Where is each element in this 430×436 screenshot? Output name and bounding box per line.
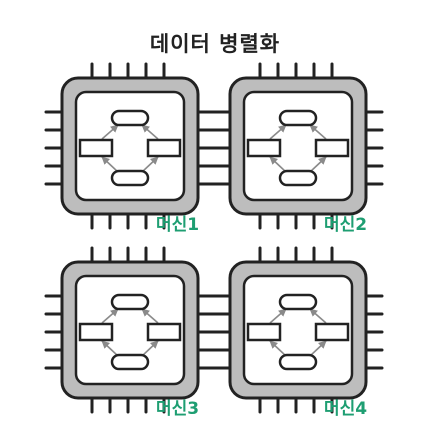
graph-node-right — [146, 322, 182, 342]
edge-arrow — [309, 156, 327, 173]
chip-pins — [44, 62, 216, 230]
chip-pins — [44, 246, 216, 414]
graph-node-bottom — [278, 169, 318, 187]
machine-4: 머신4 — [212, 246, 384, 419]
graph-node-right — [314, 138, 350, 158]
chip-inner-panel — [242, 274, 354, 386]
graph-edges — [269, 308, 327, 357]
edge-arrow — [269, 124, 287, 140]
graph-edges — [269, 124, 327, 173]
machine-2: 머신2 — [212, 62, 384, 235]
graph-nodes — [246, 109, 350, 187]
graph-node-top — [110, 109, 150, 127]
edge-arrow — [101, 156, 119, 173]
graph-node-top — [278, 293, 318, 311]
edge-arrow — [309, 340, 327, 357]
machine-label: 머신2 — [324, 215, 367, 235]
chip-inner-panel — [74, 274, 186, 386]
edge-arrow — [309, 308, 327, 324]
edge-arrow — [141, 156, 159, 173]
edge-arrow — [269, 308, 287, 324]
edge-arrow — [269, 340, 287, 357]
chip-pins — [212, 246, 384, 414]
machine-1: 머신1 — [44, 62, 216, 235]
edge-arrow — [141, 308, 159, 324]
edge-arrow — [101, 308, 119, 324]
graph-node-bottom — [110, 169, 150, 187]
graph-node-left — [246, 322, 282, 342]
graph-edges — [101, 124, 159, 173]
graph-edges — [101, 308, 159, 357]
chip-inner-panel — [74, 90, 186, 202]
machine-3: 머신3 — [44, 246, 216, 419]
edge-arrow — [141, 124, 159, 140]
graph-node-bottom — [110, 353, 150, 371]
graph-node-left — [246, 138, 282, 158]
graph-node-bottom — [278, 353, 318, 371]
chip-inner-panel — [242, 90, 354, 202]
graph-nodes — [78, 293, 182, 371]
edge-arrow — [101, 340, 119, 357]
edge-arrow — [309, 124, 327, 140]
graph-nodes — [78, 109, 182, 187]
graph-node-left — [78, 138, 114, 158]
graph-node-top — [110, 293, 150, 311]
machine-label: 머신3 — [156, 399, 199, 419]
machine-label: 머신1 — [156, 215, 199, 235]
graph-node-top — [278, 109, 318, 127]
edge-arrow — [101, 124, 119, 140]
graph-node-right — [146, 138, 182, 158]
edge-arrow — [269, 156, 287, 173]
diagram-title: 데이터 병렬화 — [149, 32, 281, 56]
graph-node-left — [78, 322, 114, 342]
graph-nodes — [246, 293, 350, 371]
edge-arrow — [141, 340, 159, 357]
graph-node-right — [314, 322, 350, 342]
machine-label: 머신4 — [324, 399, 367, 419]
chip-pins — [212, 62, 384, 230]
